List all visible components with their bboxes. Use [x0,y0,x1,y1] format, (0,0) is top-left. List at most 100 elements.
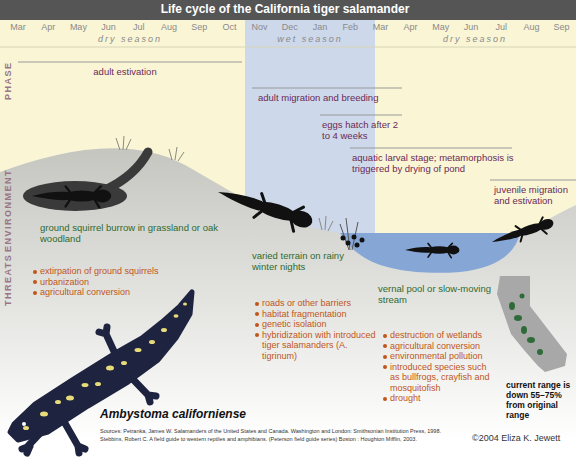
label-slot: Nov [249,22,271,32]
threat-list: destruction of wetlandsagricultural conv… [382,330,498,404]
bullet-dot [33,280,37,284]
label-slot: Aug [158,22,180,32]
threat-list: extirpation of ground squirrelsurbanizat… [32,266,182,298]
bullet-dot [255,302,259,306]
threat-text: habitat fragmentation [262,309,347,319]
threat-text: introduced species such as bullfrogs, cr… [390,362,490,393]
season-divider [0,47,576,48]
month-label: Jun [460,22,482,32]
range-note: current range is down 55–75% from origin… [506,380,572,420]
burrow [23,181,127,211]
label-slot: Jul [490,22,512,32]
page-ground [0,20,576,458]
label-slot: Apr [37,22,59,32]
month-label: Feb [339,22,361,32]
juvenile-salamander [490,215,556,251]
label-slot: Sep [551,22,573,32]
month-label: Apr [400,22,422,32]
bullet-dot [255,333,259,337]
label-slot: dry season [410,34,540,44]
label-slot: Sep [188,22,210,32]
threat-item: urbanization [32,277,182,288]
label-slot: varied terrain on rainy winter nights [252,250,344,272]
threat-text: genetic isolation [262,319,327,329]
threat-item: environmental pollution [382,351,498,362]
label-slot: Aug [520,22,542,32]
month-label: Sep [188,22,210,32]
month-label: Sep [551,22,573,32]
threat-item: habitat fragmentation [254,309,376,320]
ground [0,148,576,458]
title-slot: Life cycle of the California tiger salam… [0,0,573,19]
label-slot: Dec [279,22,301,32]
month-label: Jul [128,22,150,32]
threat-item: drought [382,393,498,404]
threat-item: agricultural conversion [382,341,498,352]
label-slot: Jun [460,22,482,32]
label-slot: May [67,22,89,32]
dry-season-band [375,20,576,260]
phase-label: adult migration and breeding [258,92,408,103]
month-label: Jun [98,22,120,32]
label-slot: Sources: Petranka, James W. Salamanders … [100,428,441,434]
label-slot: wet season [245,34,375,44]
month-label: Oct [218,22,240,32]
label-slot: Apr [400,22,422,32]
label-slot: Jan [309,22,331,32]
environment-label: ground squirrel burrow in grassland or o… [40,222,218,244]
burrow-tunnel [105,152,148,190]
month-label: Mar [369,22,391,32]
environment-label: varied terrain on rainy winter nights [252,250,344,272]
threat-text: agricultural conversion [390,341,480,351]
bullet-dot [383,355,387,359]
label-slot: ©2004 Eliza K. Jewett [472,433,560,443]
label-slot: May [430,22,452,32]
month-label: Dec [279,22,301,32]
label-slot: ENVIRONMENT [3,169,13,252]
threat-item: roads or other barriers [254,298,376,309]
threat-text: hybridization with introduced tiger sala… [262,330,376,361]
label-slot: Oct [218,22,240,32]
season-label: wet season [245,34,375,44]
phase-label: juvenile migration and estivation [494,184,572,206]
label-slot: PHASE [3,61,13,100]
month-label: Jul [490,22,512,32]
threat-item: genetic isolation [254,319,376,330]
month-label: May [430,22,452,32]
label-slot: Mar [7,22,29,32]
threat-item: extirpation of ground squirrels [32,266,182,277]
phase-label: adult estivation [55,66,195,77]
bullet-dot [383,334,387,338]
label-slot: Jul [128,22,150,32]
source-note: Sources: Petranka, James W. Salamanders … [100,428,441,434]
row-heading: PHASE [3,61,13,100]
estivating-salamander [32,186,111,207]
season-label: dry season [410,34,540,44]
egg-cluster [341,235,365,248]
threat-text: roads or other barriers [262,298,351,308]
label-slot: adult estivation [55,66,195,77]
month-label: Nov [249,22,271,32]
row-heading: THREATS [3,254,13,306]
month-label: Aug [158,22,180,32]
season-label: dry season [65,34,195,44]
label-slot: vernal pool or slow-moving stream [378,283,516,305]
label-slot: Jun [98,22,120,32]
label-slot: adult migration and breeding [258,92,408,103]
bullet-dot [383,397,387,401]
label-slot: ground squirrel burrow in grassland or o… [40,222,218,244]
threat-list: roads or other barriershabitat fragmenta… [254,298,376,361]
label-slot: Stebbins, Robert C. A field guide to wes… [100,436,417,442]
month-label: Apr [37,22,59,32]
phase-bar [252,87,402,88]
label-slot: THREATS [3,254,13,306]
label-slot: Feb [339,22,361,32]
month-label: Mar [7,22,29,32]
month-label: May [67,22,89,32]
threat-text: extirpation of ground squirrels [40,266,159,276]
threat-item: agricultural conversion [32,287,182,298]
threat-text: agricultural conversion [40,287,130,297]
phase-label: eggs hatch after 2 to 4 weeks [322,119,404,141]
copyright: ©2004 Eliza K. Jewett [472,433,560,443]
